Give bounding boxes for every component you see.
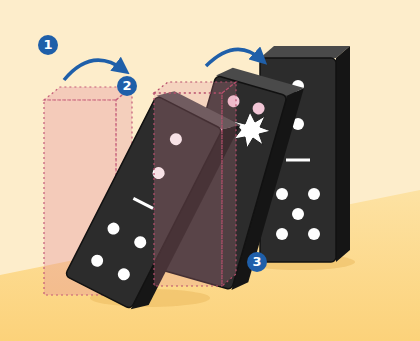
ghost-domino xyxy=(154,82,236,286)
motion-arrow xyxy=(64,60,124,80)
motion-arrow xyxy=(206,49,262,66)
impact-burst xyxy=(233,112,271,148)
callout-number: 2 xyxy=(117,76,137,96)
callout-number: 1 xyxy=(38,35,58,55)
falling-domino xyxy=(65,85,241,316)
callout-number: 3 xyxy=(247,252,267,272)
